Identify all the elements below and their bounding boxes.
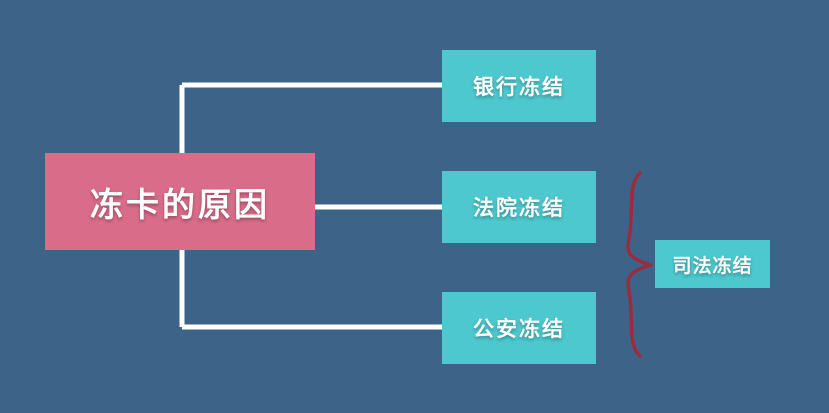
node-branch-court-label: 法院冻结 — [473, 197, 565, 220]
group-brace — [626, 171, 653, 358]
node-branch-bank[interactable]: 银行冻结 — [442, 50, 596, 122]
node-branch-police[interactable]: 公安冻结 — [442, 292, 596, 364]
node-root-label: 冻卡的原因 — [90, 185, 270, 223]
node-branch-police-label: 公安冻结 — [473, 318, 565, 341]
node-group-judicial[interactable]: 司法冻结 — [655, 240, 770, 288]
node-group-judicial-label: 司法冻结 — [672, 255, 753, 277]
node-branch-court[interactable]: 法院冻结 — [442, 171, 596, 243]
node-root[interactable]: 冻卡的原因 — [45, 153, 315, 250]
node-branch-bank-label: 银行冻结 — [473, 76, 565, 99]
